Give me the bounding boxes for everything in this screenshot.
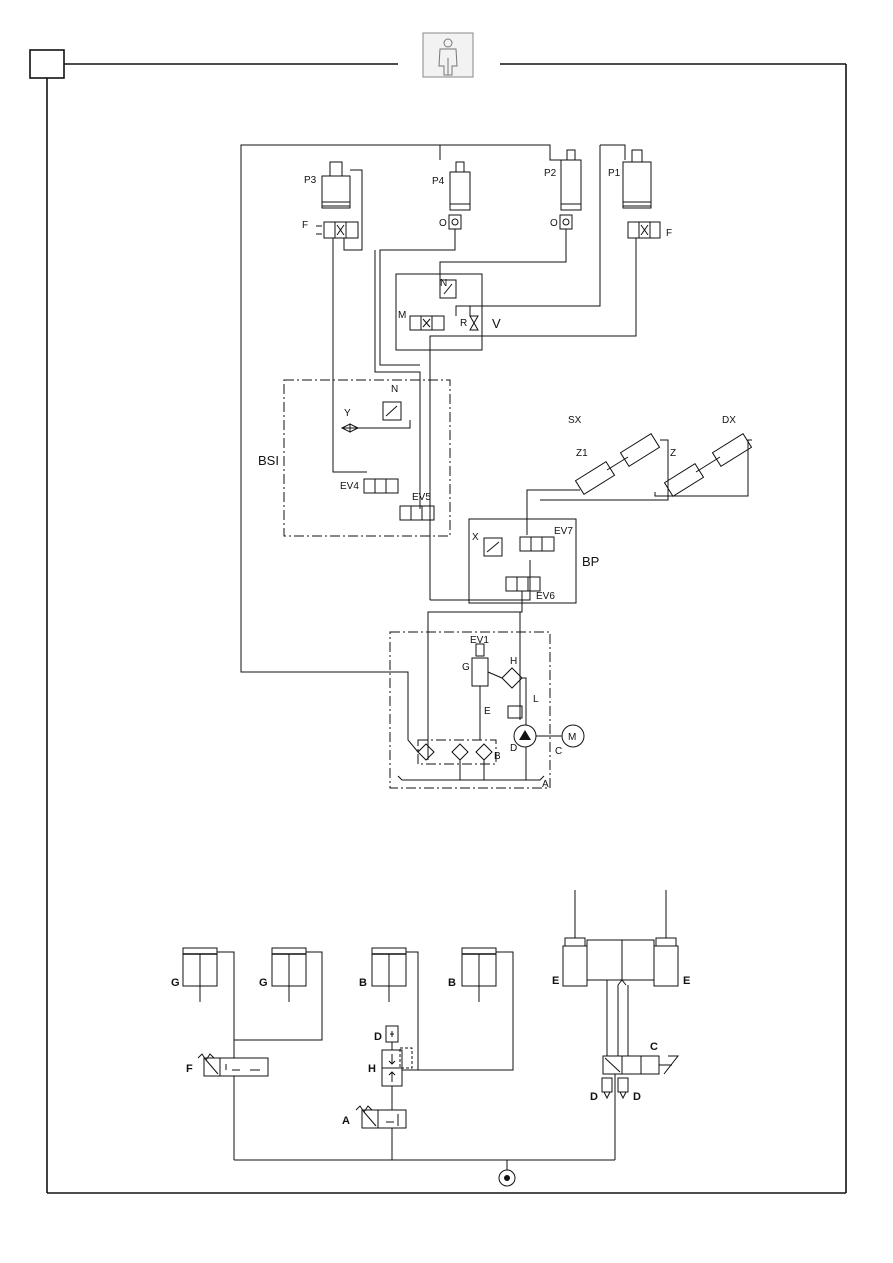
label-d-right: D xyxy=(633,1091,641,1103)
label-o-left: O xyxy=(439,218,447,229)
label-ev1: EV1 xyxy=(470,635,489,646)
cylinders-e xyxy=(562,890,679,987)
label-pu-d: D xyxy=(510,743,517,754)
label-ev5: EV5 xyxy=(412,492,431,503)
label-p1: P1 xyxy=(608,168,621,179)
cylinder-p2 xyxy=(559,149,582,230)
label-ev6: EV6 xyxy=(536,591,555,602)
label-f-right: F xyxy=(666,228,672,239)
power-unit xyxy=(389,631,585,789)
page-frame xyxy=(29,49,847,1194)
label-pu-h: H xyxy=(510,656,517,667)
side-cylinders xyxy=(526,432,753,535)
label-bsi: BSI xyxy=(258,453,279,468)
label-f: F xyxy=(186,1063,193,1075)
valve-h xyxy=(381,1025,413,1087)
label-c: C xyxy=(650,1041,658,1053)
label-p2: P2 xyxy=(544,168,557,179)
valve-a xyxy=(355,1105,407,1129)
label-d-top: D xyxy=(374,1031,382,1043)
label-pu-b: B xyxy=(494,751,501,762)
label-a: A xyxy=(342,1115,350,1127)
label-bp: BP xyxy=(582,554,599,569)
label-b1: B xyxy=(359,977,367,989)
label-f-left: F xyxy=(302,220,308,231)
label-pu-g: G xyxy=(462,662,470,673)
label-dx: DX xyxy=(722,415,736,426)
label-d-left: D xyxy=(590,1091,598,1103)
label-bsi-y: Y xyxy=(344,408,351,419)
cylinder-p3 xyxy=(321,161,351,209)
label-b2: B xyxy=(448,977,456,989)
label-ev7: EV7 xyxy=(554,526,573,537)
label-v-m: M xyxy=(398,310,406,321)
label-p4: P4 xyxy=(432,176,445,187)
label-v-r: R xyxy=(460,318,467,329)
cylinder-p4 xyxy=(448,161,471,230)
cylinder-p1 xyxy=(622,149,652,209)
label-e-right: E xyxy=(683,975,690,987)
label-sx: SX xyxy=(568,415,582,426)
cylinder-g2 xyxy=(271,947,307,1002)
label-h: H xyxy=(368,1063,376,1075)
label-g2: G xyxy=(259,977,268,989)
block-v xyxy=(395,273,483,351)
label-pu-l: L xyxy=(533,694,539,705)
valve-f-right xyxy=(627,221,661,239)
cylinder-g1 xyxy=(182,947,218,1002)
label-o-right: O xyxy=(550,218,558,229)
bottom-circuit: G G B B F xyxy=(171,890,690,1187)
top-circuit: P3 F P4 O P2 O xyxy=(240,144,753,790)
cylinder-b2 xyxy=(461,947,497,1002)
label-ev4: EV4 xyxy=(340,481,359,492)
valve-f xyxy=(197,1053,269,1077)
technician-icon xyxy=(422,32,474,78)
label-pu-c: C xyxy=(555,746,562,757)
label-v-n: N xyxy=(440,278,447,289)
label-z: Z xyxy=(670,448,676,459)
valve-f-left xyxy=(316,221,359,239)
valve-c xyxy=(601,1055,680,1100)
label-e-left: E xyxy=(552,975,559,987)
label-z1: Z1 xyxy=(576,448,588,459)
label-g1: G xyxy=(171,977,180,989)
label-bsi-n: N xyxy=(391,384,398,395)
label-pu-m: M xyxy=(568,732,576,743)
label-v: V xyxy=(492,316,501,331)
cylinder-b1 xyxy=(371,947,407,1002)
label-pu-a: A xyxy=(542,779,549,790)
pump-connection-icon xyxy=(498,1169,516,1187)
label-bp-x: X xyxy=(472,532,479,543)
label-p3: P3 xyxy=(304,175,317,186)
block-bsi xyxy=(283,379,451,537)
label-pu-e: E xyxy=(484,706,491,717)
